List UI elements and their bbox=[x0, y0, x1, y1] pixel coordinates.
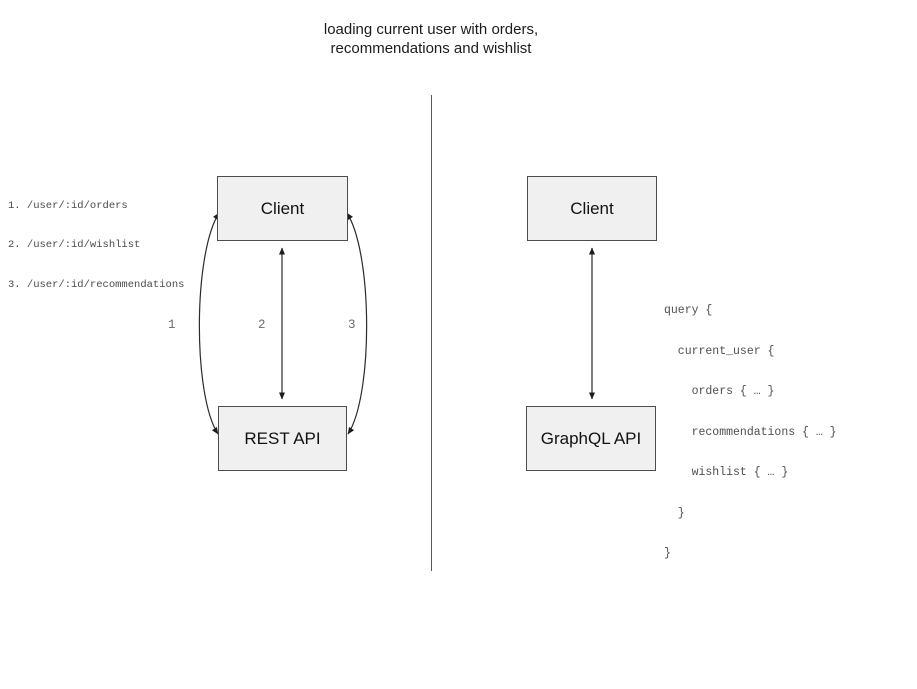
vertical-divider bbox=[431, 95, 432, 571]
query-line-wishlist: wishlist { … } bbox=[664, 466, 789, 479]
diagram-title: loading current user with orders, recomm… bbox=[324, 20, 538, 58]
graphql-api-box: GraphQL API bbox=[526, 406, 656, 471]
rest-endpoint-orders: 1. /user/:id/orders bbox=[8, 199, 128, 212]
rest-endpoint-wishlist: 2. /user/:id/wishlist bbox=[8, 239, 141, 252]
arrow-rest-call-1 bbox=[198, 212, 220, 435]
client-box-rest-label: Client bbox=[260, 198, 305, 218]
graphql-api-box-label: GraphQL API bbox=[540, 428, 642, 448]
client-box-graphql-label: Client bbox=[570, 198, 614, 218]
graphql-query-snippet: query { current_user { orders { … } reco… bbox=[664, 277, 837, 588]
client-box-rest: Client bbox=[217, 176, 348, 241]
rest-api-box: REST API bbox=[218, 406, 347, 471]
diagram-title-line2: recommendations and wishlist bbox=[330, 40, 532, 57]
arrow-label-3: 3 bbox=[348, 318, 356, 332]
query-line-recommendations: recommendations { … } bbox=[664, 425, 837, 439]
rest-api-box-label: REST API bbox=[244, 428, 321, 448]
arrow-label-2: 2 bbox=[258, 318, 266, 332]
query-line-close-outer: } bbox=[664, 547, 671, 560]
diagram-title-line1: loading current user with orders, bbox=[323, 21, 539, 38]
client-box-graphql: Client bbox=[527, 176, 657, 241]
arrow-label-1: 1 bbox=[168, 318, 176, 332]
query-line-orders: orders { … } bbox=[664, 385, 775, 398]
query-line-close-inner: } bbox=[664, 506, 685, 520]
rest-endpoint-recommendations: 3. /user/:id/recommendations bbox=[8, 279, 185, 292]
rest-endpoint-list: 1. /user/:id/orders 2. /user/:id/wishlis… bbox=[8, 173, 184, 319]
query-line-open: query { bbox=[664, 304, 713, 317]
query-line-current-user: current_user { bbox=[664, 344, 775, 358]
